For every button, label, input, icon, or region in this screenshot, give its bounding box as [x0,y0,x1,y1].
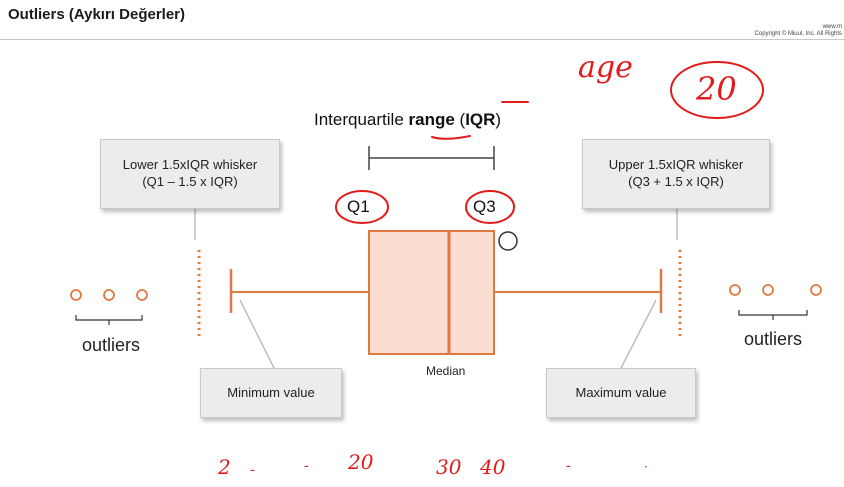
outlier-points-right [729,284,822,296]
handwritten-dash-3: - [566,458,571,474]
handwritten-value-3: 30 [436,455,462,479]
handwritten-age-value: 20 [696,70,737,108]
iqr-title-mid: ( [454,110,466,129]
handwritten-dash-1: - [250,462,255,478]
iqr-title-range: range [408,110,455,129]
minimum-value-callout: Minimum value [200,368,342,418]
handwritten-dash-2: - [304,458,309,474]
q3-label: Q3 [473,197,496,216]
handwritten-value-1: 2 [218,455,231,479]
copyright-line1: www.m [822,24,842,30]
handwritten-value-2: 20 [348,450,374,474]
maximum-value-callout: Maximum value [546,368,696,418]
upper-whisker-callout: Upper 1.5xIQR whisker (Q3 + 1.5 x IQR) [582,139,770,209]
lower-whisker-callout: Lower 1.5xIQR whisker (Q1 – 1.5 x IQR) [100,139,280,209]
header-divider [0,39,844,40]
lower-whisker-title: Lower 1.5xIQR whisker [122,157,258,172]
handwritten-age: age [578,50,633,85]
q1-label: Q1 [347,197,370,216]
copyright-notice: www.m Copyright © Miuul, Inc. All Rights [755,24,842,38]
handwritten-dot: · [644,460,648,474]
iqr-title-abbr: IQR [465,110,496,129]
iqr-title-suffix: ) [495,110,502,129]
upper-whisker-title: Upper 1.5xIQR whisker [608,157,744,172]
iqr-box [368,230,495,355]
outlier-brace-left [75,315,143,325]
handwritten-value-4: 40 [480,455,506,479]
iqr-title: Interquartile range (IQR) [314,110,501,130]
outlier-points-left [70,289,148,301]
outliers-label-right: outliers [744,329,803,349]
slide-title: Outliers (Aykırı Değerler) [8,6,186,23]
copyright-line2: Copyright © Miuul, Inc. All Rights [754,31,842,37]
lower-whisker-formula: (Q1 – 1.5 x IQR) [142,174,238,189]
outliers-label-left: outliers [82,335,141,355]
outlier-brace-right [738,310,808,320]
cursor-indicator [498,231,518,251]
iqr-title-prefix: Interquartile [314,110,409,129]
iqr-bracket [368,146,495,170]
median-label: Median [426,364,466,378]
upper-whisker-formula: (Q3 + 1.5 x IQR) [628,174,724,189]
